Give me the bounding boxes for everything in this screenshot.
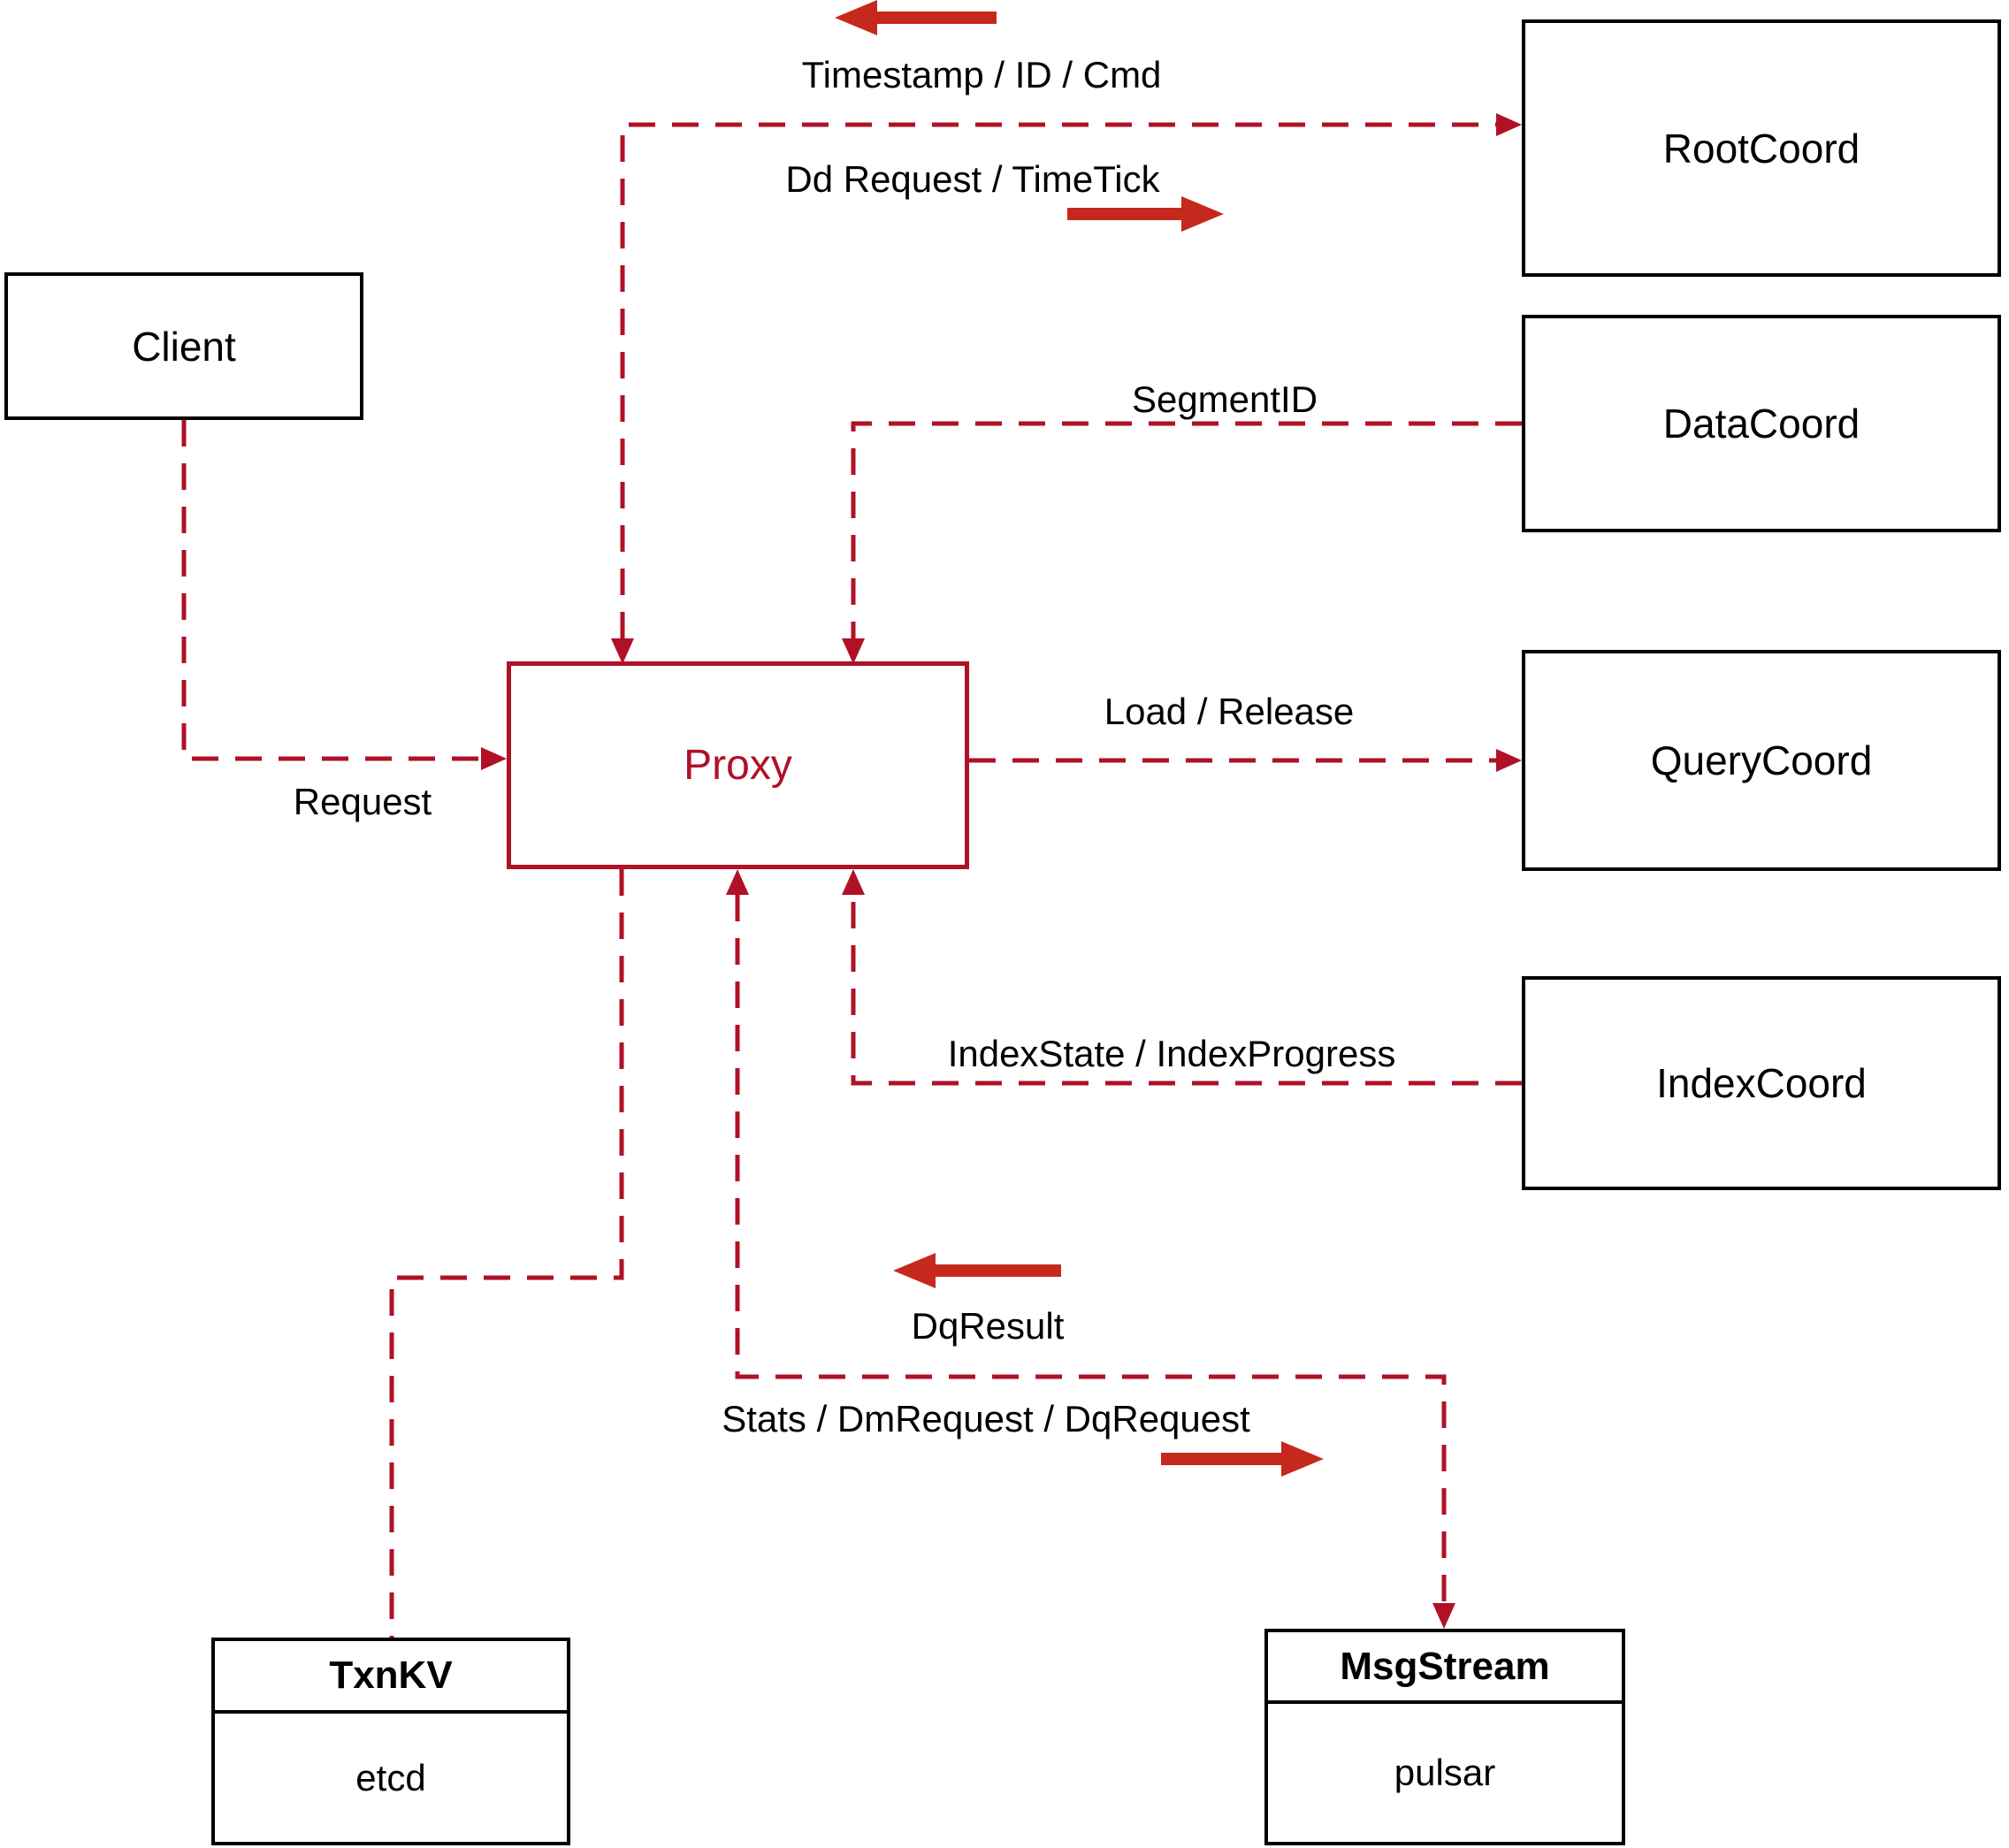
node-client: Client: [4, 272, 363, 420]
node-client-label: Client: [132, 323, 236, 370]
edge-client-proxy: [181, 420, 481, 761]
arrowhead-into-proxy-left-icon: [481, 747, 507, 770]
node-proxy-label: Proxy: [684, 742, 792, 789]
right-direction-arrow-stats-icon: [1161, 1441, 1324, 1477]
edge-label-load-release: Load / Release: [1104, 691, 1355, 732]
node-datacoord: DataCoord: [1522, 315, 2001, 532]
node-querycoord: QueryCoord: [1522, 650, 2001, 871]
edge-label-indexstate-indexprogress: IndexState / IndexProgress: [947, 1033, 1396, 1074]
node-txnkv-subtitle: etcd: [355, 1756, 426, 1798]
edge-label-dd-request-timetick: Dd Request / TimeTick: [785, 158, 1160, 200]
left-direction-arrow-dqresult-icon: [893, 1253, 1061, 1288]
arrowhead-into-proxy-top-right-icon: [842, 638, 865, 664]
arrowhead-into-proxy-bottom-right-icon: [842, 869, 865, 895]
edge-label-stats-dmrequest-dqrequest: Stats / DmRequest / DqRequest: [722, 1398, 1250, 1439]
right-direction-arrow-ddrequest-icon: [1067, 196, 1224, 232]
left-direction-arrow-timestamp-icon: [835, 0, 997, 35]
edge-label-timestamp-id-cmd: Timestamp / ID / Cmd: [801, 54, 1162, 95]
node-txnkv: TxnKV etcd: [211, 1638, 570, 1845]
arrowhead-into-rootcoord-icon: [1496, 113, 1522, 136]
node-proxy: Proxy: [507, 661, 969, 869]
arrowhead-into-proxy-top-left-icon: [611, 638, 634, 664]
node-msgstream-subtitle: pulsar: [1394, 1752, 1496, 1793]
arrowhead-into-proxy-bottom-left-icon: [726, 869, 749, 895]
edge-proxy-txnkv: [389, 869, 624, 1638]
node-rootcoord-label: RootCoord: [1662, 125, 1860, 172]
arrowhead-into-querycoord-icon: [1496, 749, 1522, 772]
edge-indexcoord-proxy: [851, 895, 1522, 1086]
edge-proxy-rootcoord: [620, 122, 1496, 638]
edge-proxy-msgstream: [735, 895, 1447, 1603]
edge-datacoord-proxy: [851, 421, 1522, 638]
node-querycoord-label: QueryCoord: [1650, 737, 1873, 783]
node-rootcoord: RootCoord: [1522, 19, 2001, 277]
edge-label-dqresult: DqResult: [911, 1305, 1065, 1347]
node-txnkv-title: TxnKV: [215, 1641, 567, 1714]
node-msgstream: MsgStream pulsar: [1264, 1629, 1625, 1845]
node-indexcoord: IndexCoord: [1522, 976, 2001, 1190]
arrowhead-into-msgstream-icon: [1432, 1603, 1455, 1629]
node-indexcoord-label: IndexCoord: [1656, 1060, 1867, 1106]
edge-label-segmentid: SegmentID: [1131, 378, 1318, 420]
edge-label-request: Request: [293, 781, 432, 822]
node-datacoord-label: DataCoord: [1662, 401, 1860, 447]
node-msgstream-title: MsgStream: [1268, 1632, 1622, 1704]
